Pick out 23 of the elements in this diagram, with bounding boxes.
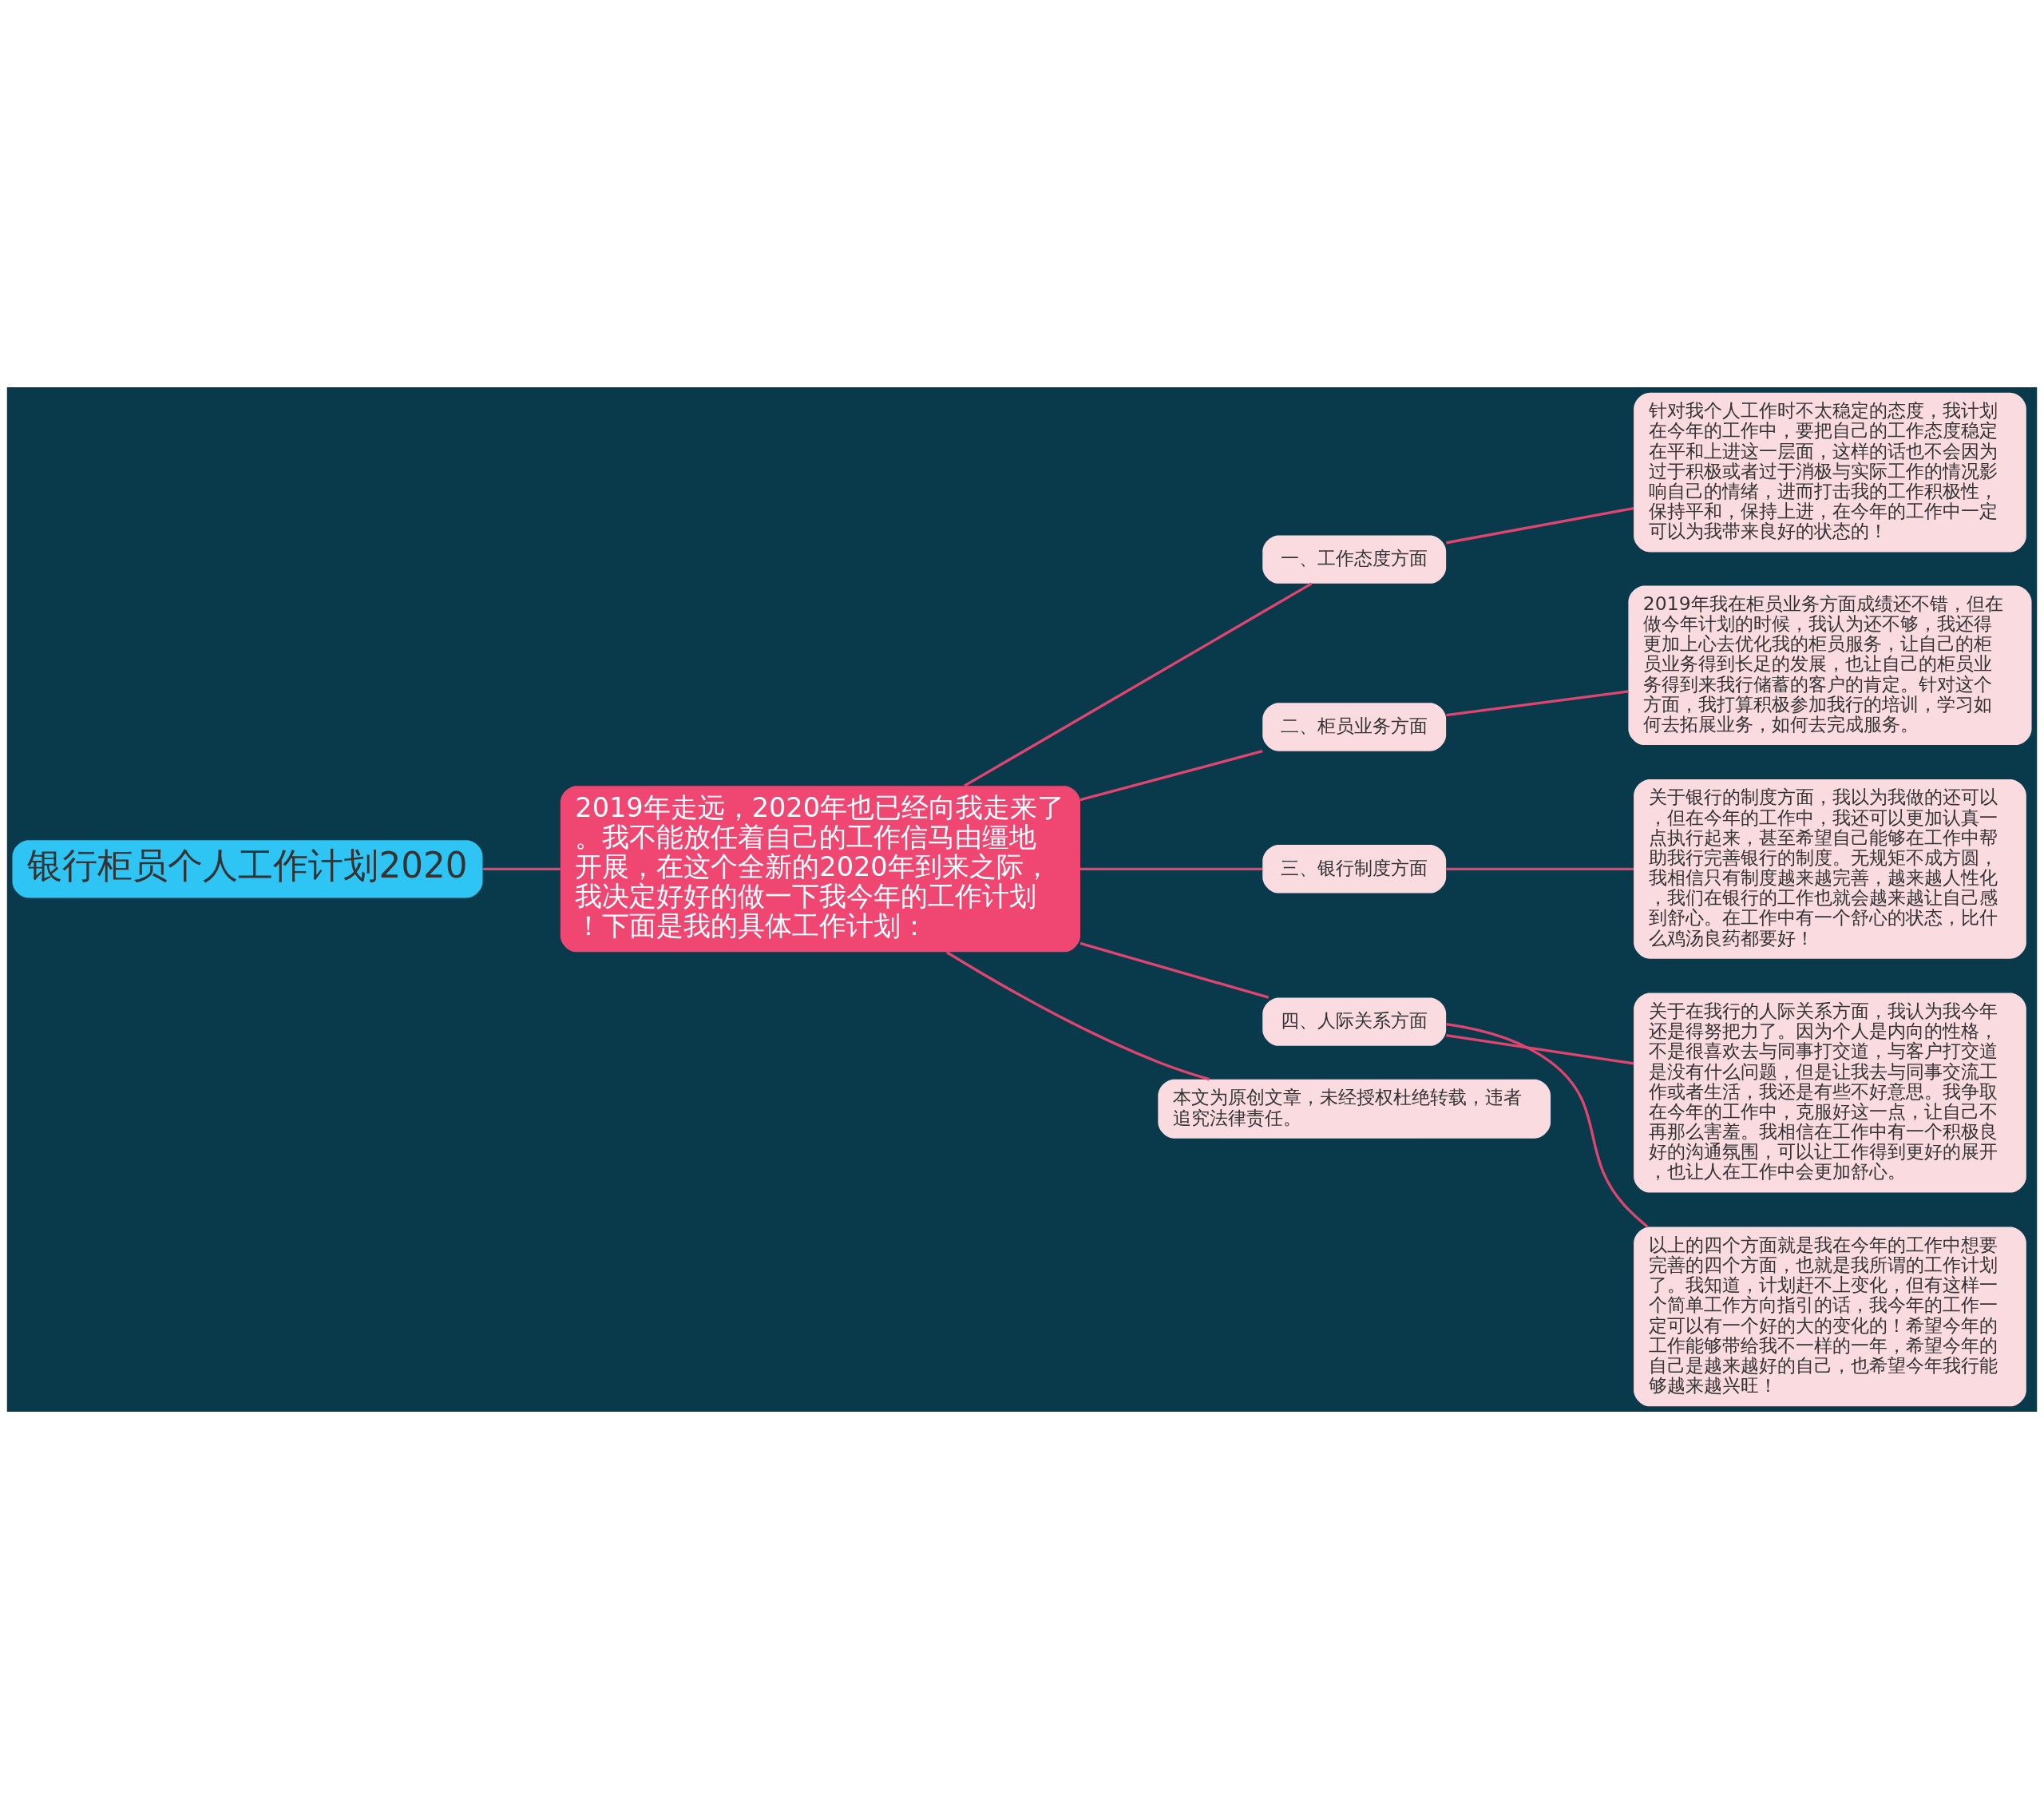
connector	[964, 582, 1313, 787]
connector	[1446, 1022, 1649, 1228]
node-box: 关于银行的制度方面，我以为我做的还可以，但在今年的工作中，我还可以更加认真一点执行起来，甚至希望自己能够在工作中帮助我行完善银行的制度。无规矩不成方圆，我相信只有制度越来越完善，越来越人性化，我们在银行的工作也就会越来越让自己感到舒心。在工作中有一个舒心的状态，比什么鸡汤良药都要好！	[1634, 779, 2026, 959]
connector	[1446, 1034, 1634, 1065]
connector	[1079, 941, 1270, 999]
connector	[945, 951, 1210, 1081]
node-box: 银行柜员个人工作计划2020	[12, 840, 483, 898]
node-box: 四、人际关系方面	[1262, 997, 1447, 1046]
node-box: 针对我个人工作时不太稳定的态度，我计划在今年的工作中，要把自己的工作态度稳定在平和上进这一层面，这样的话也不会因为过于积极或者过于消极与实际工作的情况影响自己的情绪，进而打击我的工作积极性，保持平和，保持上进，在今年的工作中一定可以为我带来良好的状态的！	[1634, 392, 2026, 553]
node-box: 本文为原创文章，未经授权杜绝转载，违者追究法律责任。	[1158, 1079, 1551, 1139]
connector	[1446, 506, 1634, 545]
node-box: 以上的四个方面就是我在今年的工作中想要完善的四个方面，也就是我所谓的工作计划了。我知道，计划赶不上变化，但有这样一个简单工作方向指引的话，我今年的工作一定可以有一个好的大的变化的！希望今年的工作能够带给我不一样的一年，希望今年的自己是越来越好的自己，也希望今年我行能够越来越兴旺！	[1634, 1226, 2026, 1407]
connector	[482, 867, 561, 870]
connector	[1080, 867, 1263, 870]
node-box: 二、柜员业务方面	[1262, 703, 1447, 751]
node-box: 2019年我在柜员业务方面成绩还不错，但在做今年计划的时候，我认为还不够，我还得更加上心去优化我的柜员服务，让自己的柜员业务得到长足的发展，也让自己的柜员业务得到来我行储蓄的客户的肯定。针对这个方面，我打算积极参加我行的培训，学习如何去拓展业务，如何去完成服务。	[1628, 585, 2032, 746]
node-box: 关于在我行的人际关系方面，我认为我今年还是得努把力了。因为个人是内向的性格，不是很喜欢去与同事打交道，与客户打交道是没有什么问题，但是让我去与同事交流工作或者生活，我还是有些不好意思。我争取在今年的工作中，克服好这一点，让自己不再那么害羞。我相信在工作中有一个积极良好的沟通氛围，可以让工作得到更好的展开，也让人在工作中会更加舒心。	[1634, 993, 2026, 1193]
connector	[1446, 867, 1634, 870]
node-box: 三、银行制度方面	[1262, 845, 1447, 894]
node-box: 一、工作态度方面	[1262, 535, 1447, 584]
connector	[1446, 690, 1629, 717]
node-box: 2019年走远，2020年也已经向我走来了。我不能放任着自己的工作信马由缰地开展，在这个全新的2020年到来之际，我决定好好的做一下我今年的工作计划！下面是我的具体工作计划：	[560, 786, 1080, 953]
connector	[1079, 750, 1263, 802]
